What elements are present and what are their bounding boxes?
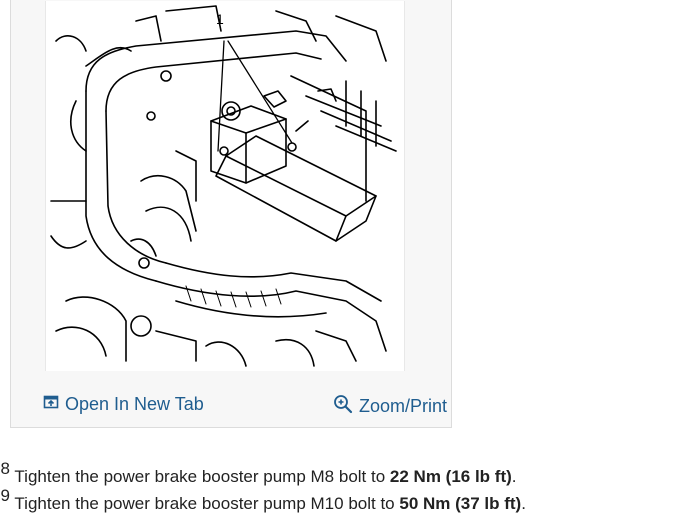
- step-number: 9.: [0, 486, 10, 505]
- zoom-print-link[interactable]: Zoom/Print: [333, 394, 447, 419]
- torque-value: 22 Nm (16 lb ft): [389, 467, 512, 486]
- step-end: .: [511, 467, 517, 486]
- step-end: .: [521, 494, 526, 513]
- step-text: Tighten the power brake booster pump M8 …: [14, 467, 390, 486]
- torque-value: 50 Nm (37 lb ft): [399, 494, 522, 513]
- zoom-print-label: Zoom/Print: [359, 396, 448, 416]
- brake-booster-pump-diagram: [50, 5, 397, 367]
- step-8: 8. Tighten the power brake booster pump …: [0, 455, 676, 486]
- open-in-new-tab-link[interactable]: Open In New Tab: [43, 394, 204, 415]
- step-9: 9. Tighten the power brake booster pump …: [0, 482, 676, 513]
- zoom-icon: [333, 394, 353, 419]
- figure-card: 1 Open In New Tab Zoom/Print: [10, 0, 452, 428]
- open-new-tab-icon: [43, 394, 59, 415]
- diagram-image[interactable]: [45, 1, 405, 371]
- callout-number: 1: [216, 11, 224, 27]
- step-text: Tighten the power brake booster pump M10…: [14, 494, 400, 513]
- step-number: 8.: [0, 459, 10, 478]
- instruction-steps: 8. Tighten the power brake booster pump …: [0, 455, 676, 513]
- open-in-new-tab-label: Open In New Tab: [65, 394, 204, 414]
